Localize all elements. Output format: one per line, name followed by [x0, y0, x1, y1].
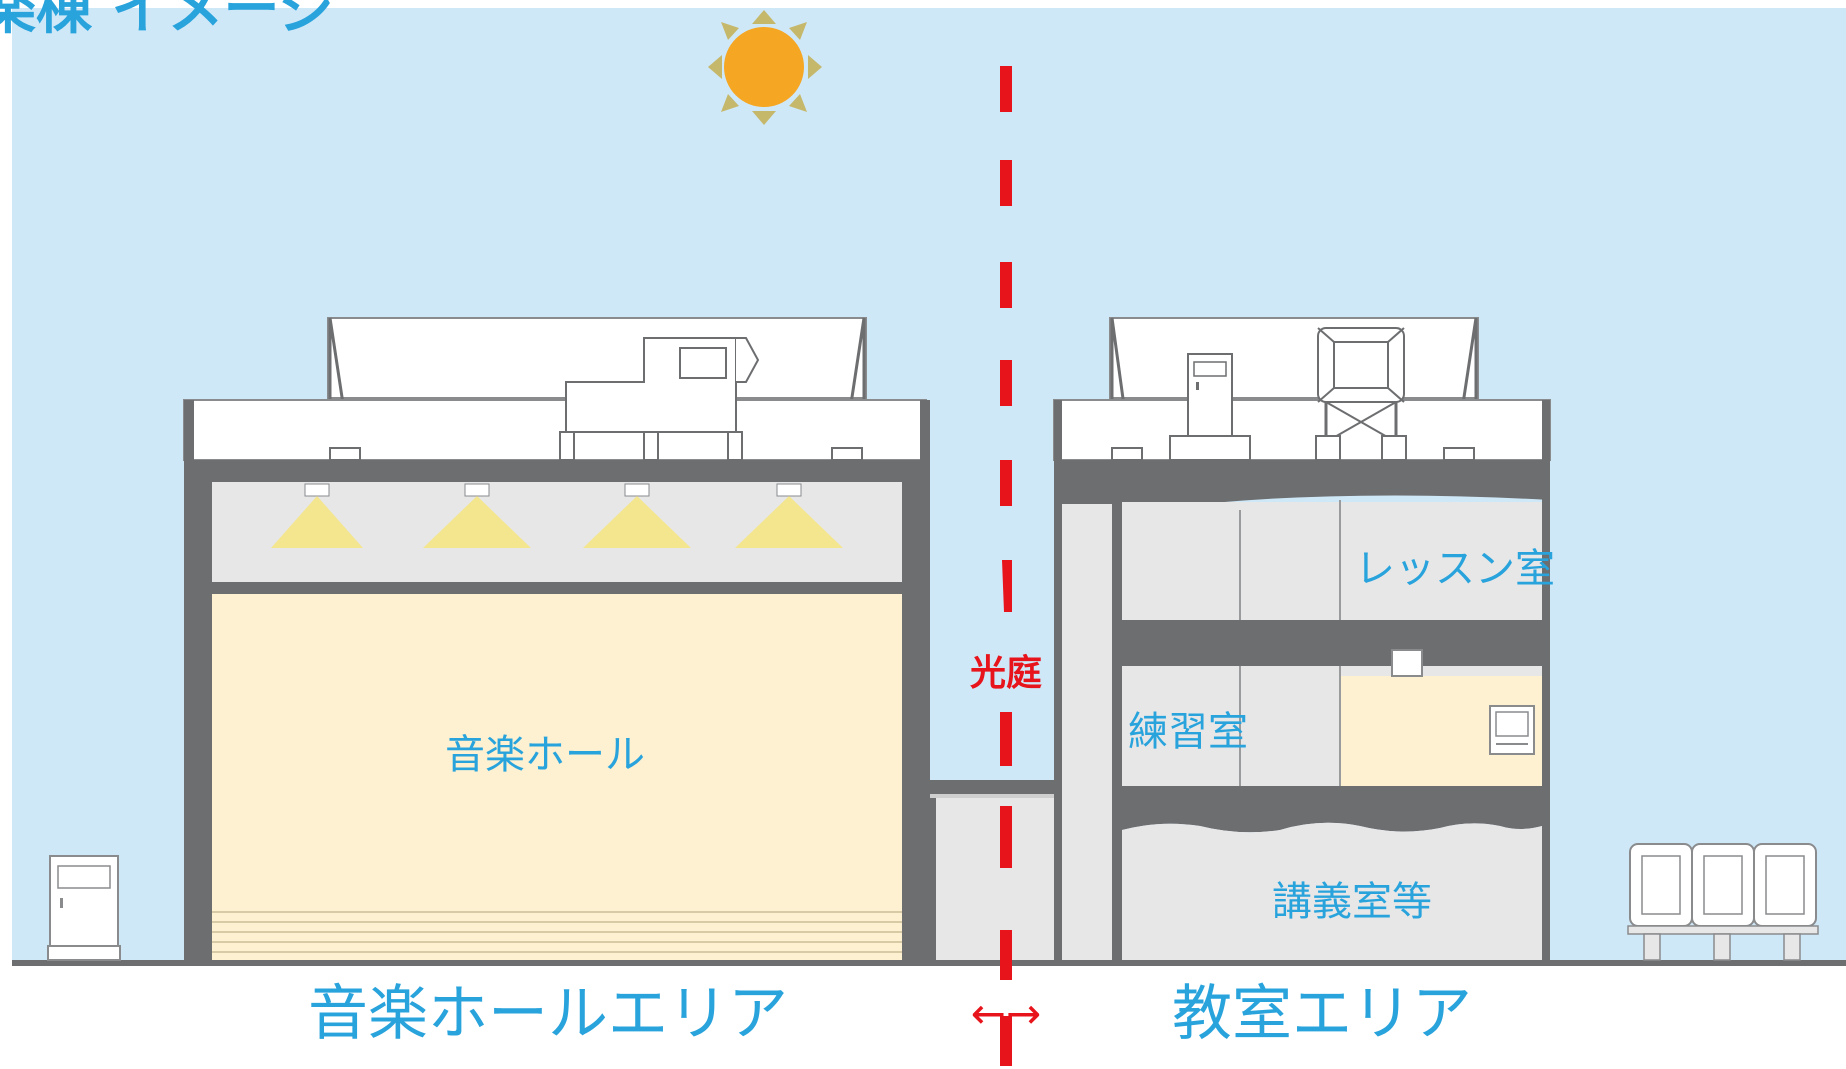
- room-label-music-hall: 音楽ホール: [445, 732, 645, 778]
- ground-line: [12, 960, 1846, 966]
- area-label-music-hall: 音楽ホールエリア: [308, 979, 788, 1049]
- intercom-icon: [1489, 705, 1535, 755]
- outdoor-unit: [47, 855, 121, 961]
- room-label-practice-room: 練習室: [1128, 709, 1248, 755]
- area-label-classroom: 教室エリア: [1172, 979, 1472, 1049]
- cooling-tower: [1315, 327, 1407, 461]
- area-divider-arrow: ←→: [971, 989, 1041, 1038]
- water-tanks: [1627, 843, 1819, 961]
- sun-icon: [708, 10, 822, 125]
- area-divider-line: [1000, 66, 1012, 1066]
- courtyard-label: 光庭: [970, 653, 1042, 694]
- music-hall-building: 音楽ホール: [183, 317, 930, 962]
- hall-seating-rows: [212, 911, 902, 953]
- rooftop-cabinet-unit: [1187, 353, 1233, 437]
- page-title: 楽棟 イメージ: [0, 0, 334, 42]
- connector-corridor: [930, 780, 1054, 960]
- room-label-lecture-room: 講義室等: [1272, 879, 1432, 925]
- speaker-icon: [1391, 649, 1423, 677]
- room-label-lesson-room: レッスン室: [1355, 546, 1555, 592]
- classroom-building: レッスン室 練習室 講義室等: [1053, 317, 1555, 962]
- ceiling-lights: [271, 483, 843, 548]
